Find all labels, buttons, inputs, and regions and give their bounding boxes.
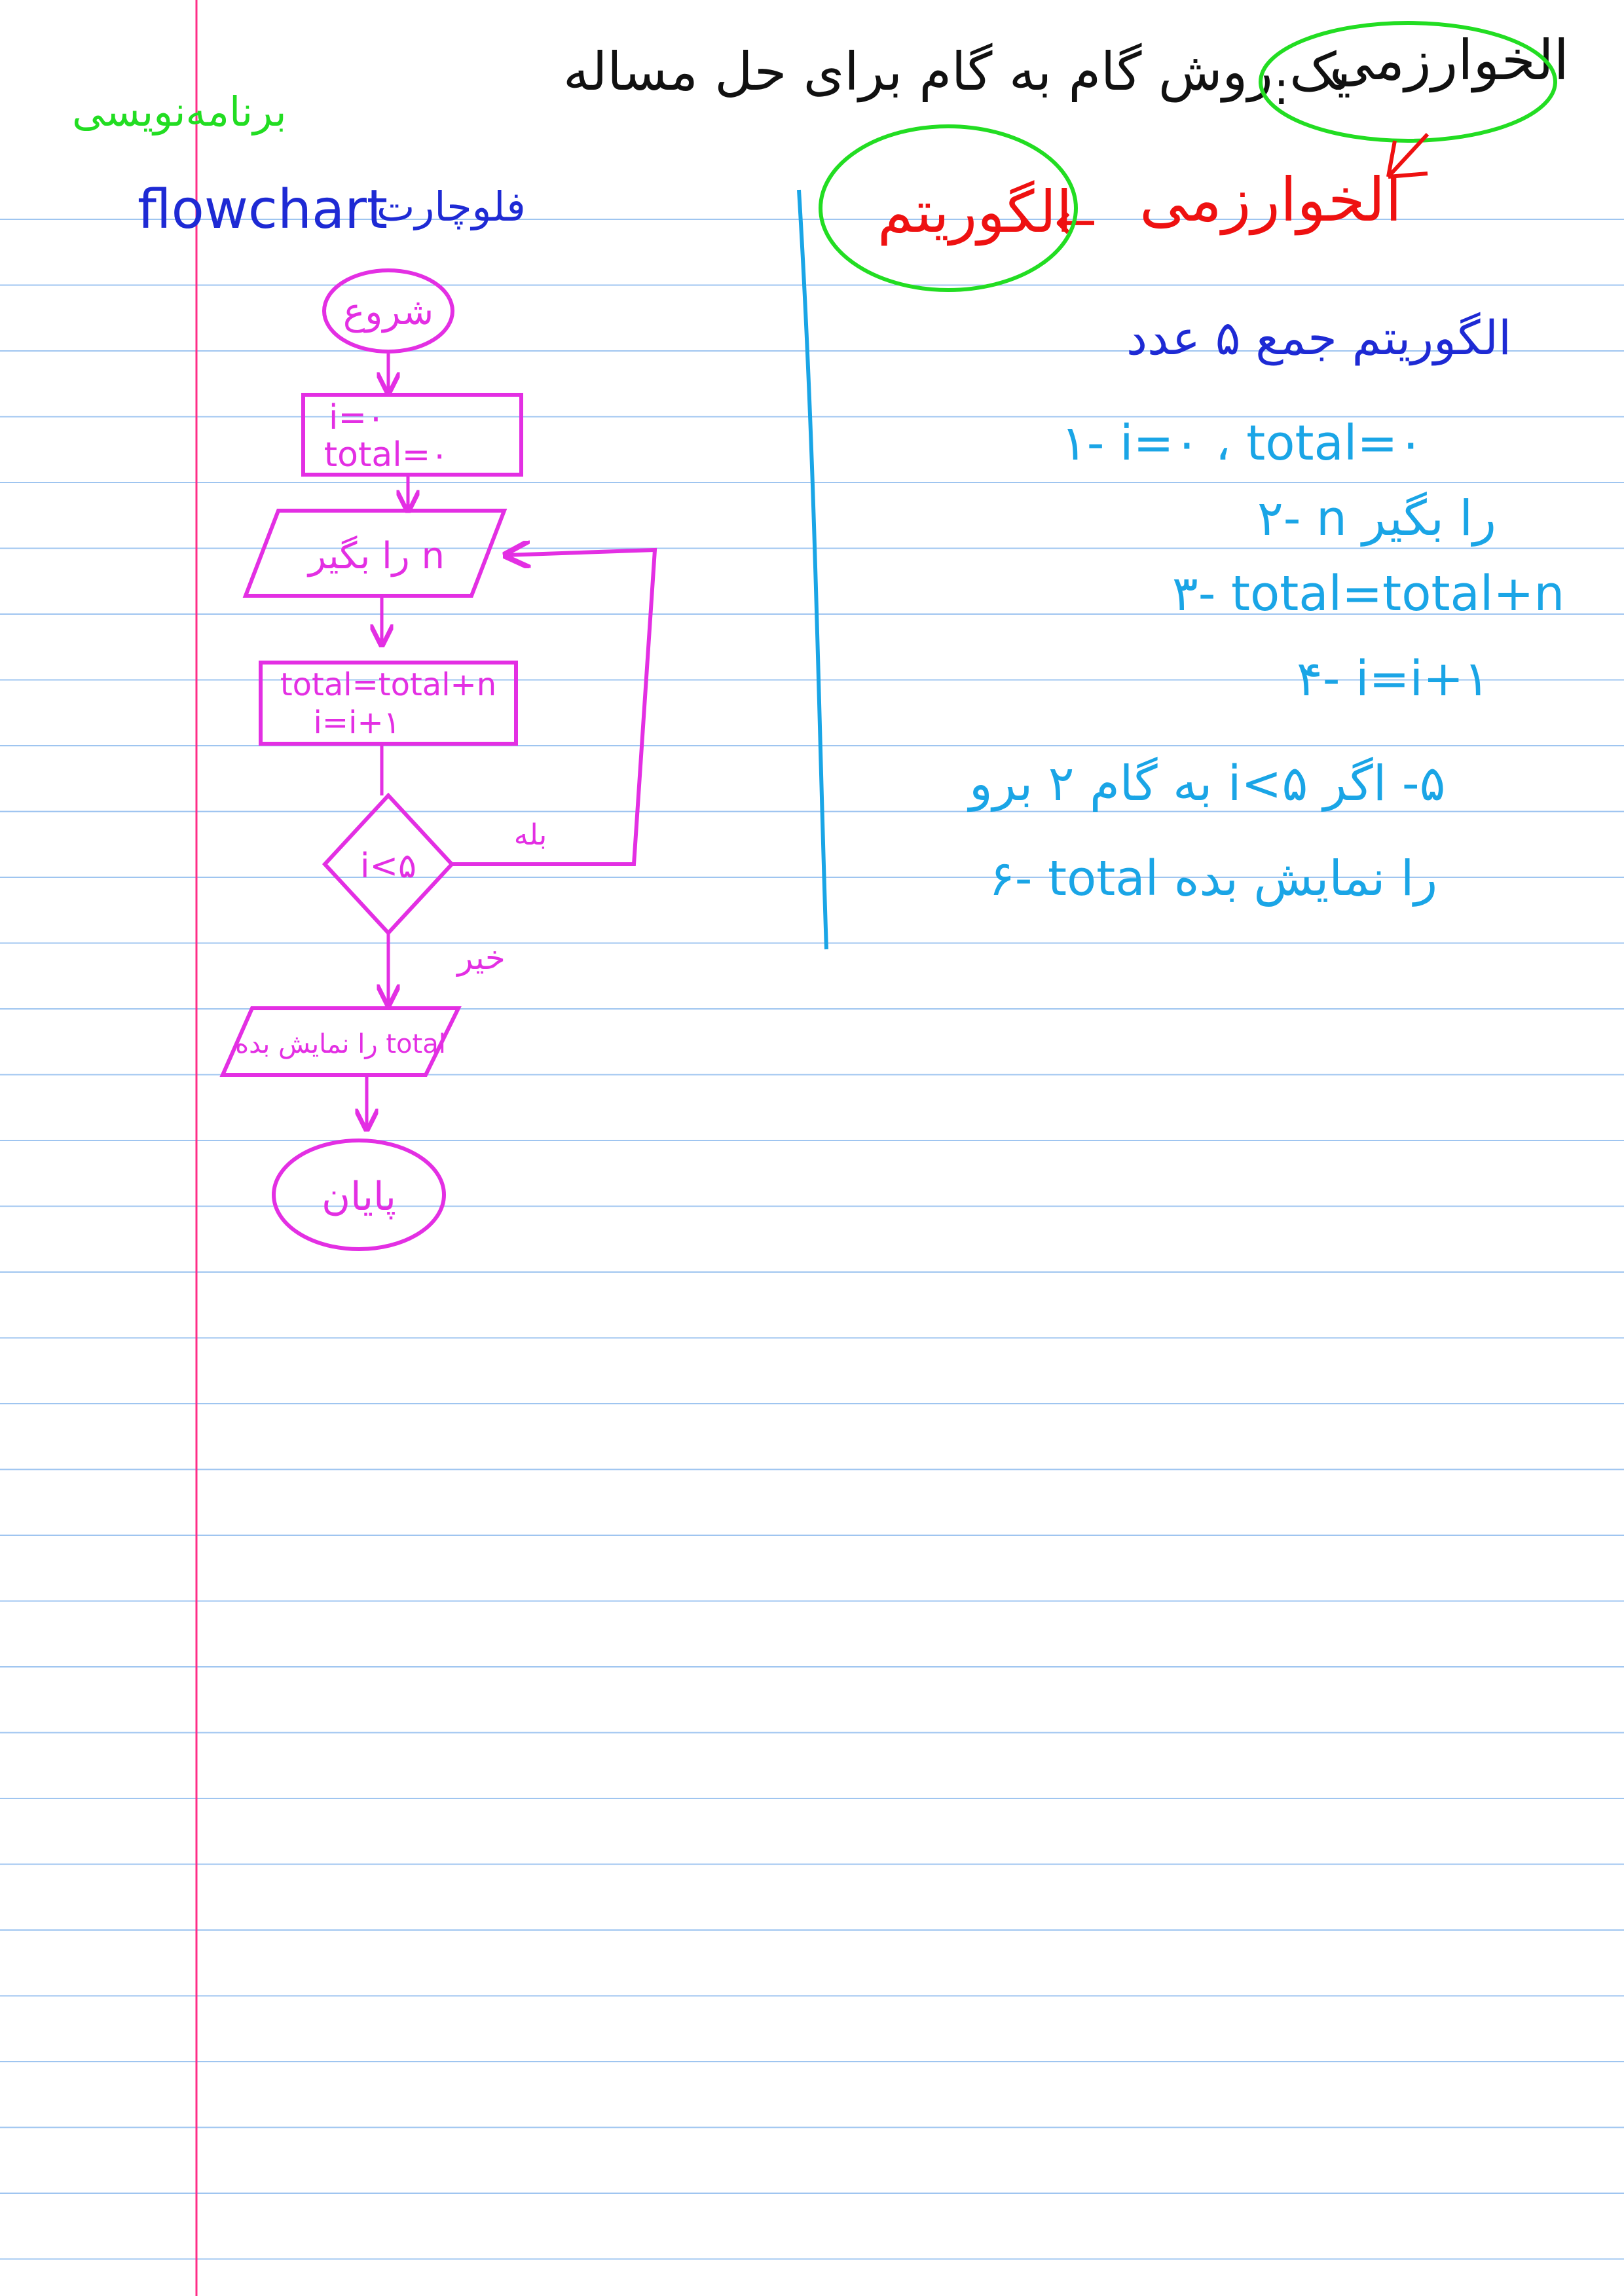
flow-output-parallelogram [219, 1006, 462, 1077]
header-term: الخوارزمی [1329, 28, 1570, 92]
flow-init-line2: total=۰ [324, 435, 449, 475]
flow-update-line2: i=i+۱ [314, 704, 401, 741]
algorithm-step: ۵- اگر i<۵ به گام ۲ برو [969, 756, 1446, 812]
red-pointer-arrow [1386, 132, 1430, 179]
algorithm-step: ۳- total=total+n [1172, 566, 1565, 622]
flow-start-label: شروع [343, 291, 434, 333]
header-definition: یک روش گام به گام برای حل مساله [563, 41, 1352, 102]
flow-update-line1: total=total+n [280, 666, 496, 703]
result-highlight-circle [819, 124, 1078, 292]
flow-input-label: n را بگیر [306, 535, 445, 577]
flow-loop-back-arrow [452, 550, 657, 866]
flow-input-parallelogram [242, 509, 507, 598]
flow-init-process [301, 393, 523, 477]
flow-end-label: پایان [322, 1174, 396, 1220]
algorithm-heading: الگوریتم جمع ۵ عدد [1126, 310, 1511, 365]
flow-output-label: total را نمایش بده [235, 1029, 446, 1059]
header-colon: : [1274, 62, 1289, 115]
flow-end-terminal [272, 1139, 446, 1251]
flowchart-title-latin: flowchart [138, 179, 388, 241]
algorithm-step: ۴- i=i+۱ [1297, 651, 1490, 707]
flow-no-label: خیر [455, 939, 506, 977]
algorithm-step: ۶- total را نمایش بده [989, 850, 1438, 907]
sidebar-note: برنامه‌نویسی [72, 88, 287, 136]
algorithm-step: ۲- n را بگیر [1257, 490, 1496, 547]
column-divider [797, 189, 828, 950]
flow-yes-label: بله [514, 818, 547, 852]
term-highlight-circle [1259, 21, 1557, 143]
flow-init-line1: i=۰ [329, 398, 385, 437]
flowchart-title-persian: فلوچارت [377, 183, 526, 230]
flow-update-process [259, 661, 518, 746]
flow-decision-label: i<۵ [360, 847, 416, 886]
etymology-origin: الخوارزمی [1139, 165, 1402, 235]
algorithm-step: ۱- i=۰ ، total=۰ [1061, 415, 1424, 471]
flow-start-terminal [322, 268, 454, 354]
etymology-result: الگوریتم [877, 178, 1073, 246]
